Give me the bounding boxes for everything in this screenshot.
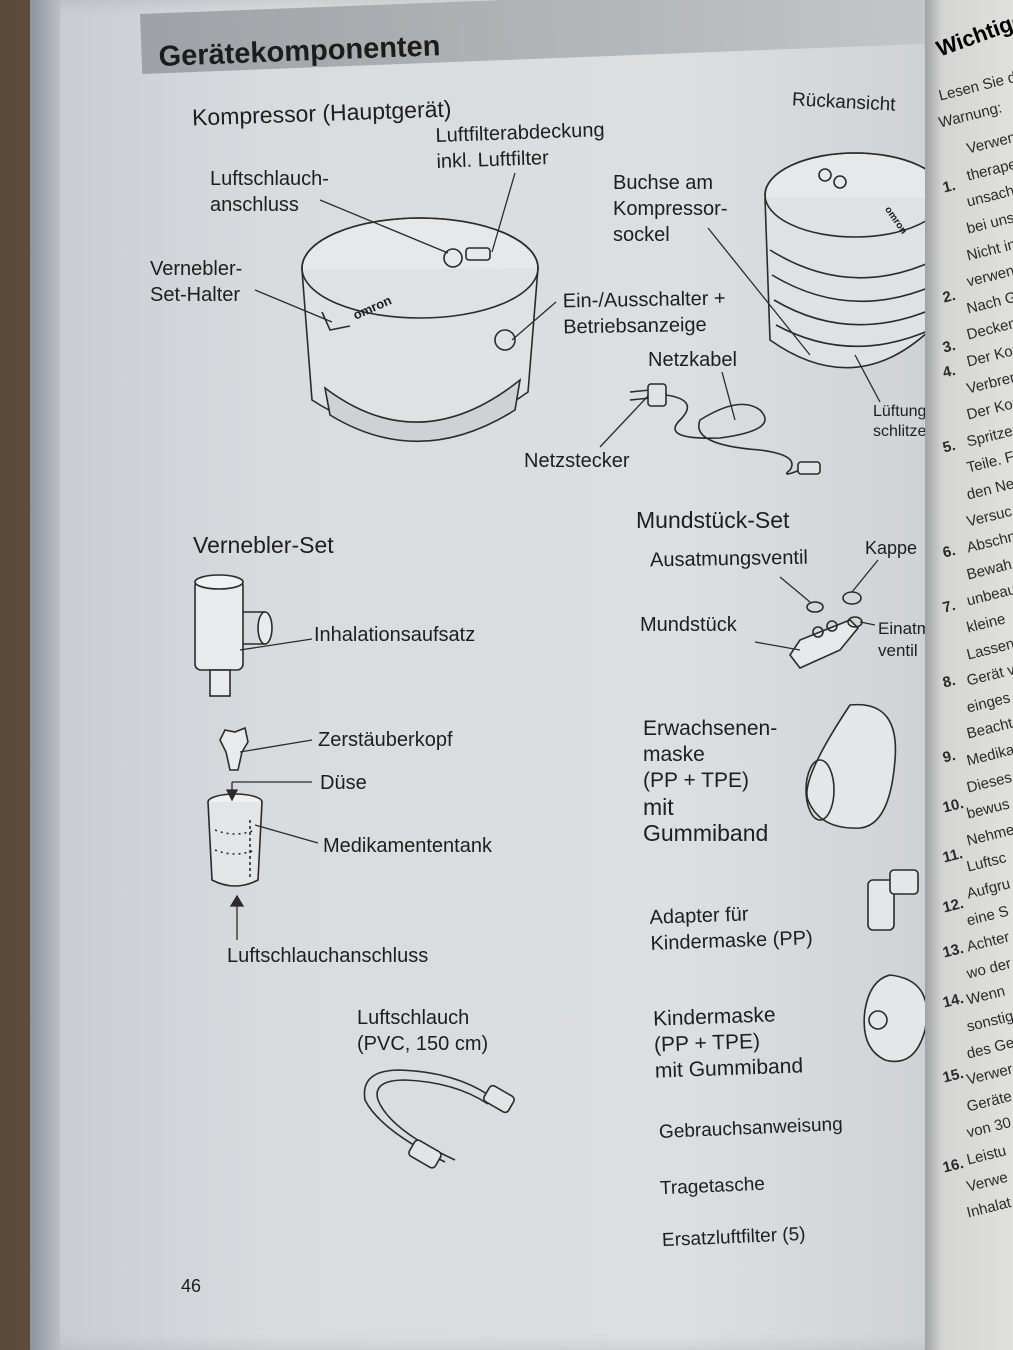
nozzle-label: Düse: [320, 772, 367, 794]
next-page-line: Inhalat: [965, 1194, 1013, 1222]
next-page-line: Luftsc: [965, 849, 1008, 876]
next-page-line: unbeau: [965, 581, 1013, 610]
next-page-line: den Ne: [965, 475, 1013, 504]
next-page-line: Achter: [965, 928, 1012, 956]
inhalation-top-label: Inhalationsaufsatz: [314, 624, 476, 646]
next-page-number: 15.: [941, 1064, 966, 1087]
next-page-number: 7.: [941, 596, 958, 617]
cap-label: Kappe: [865, 538, 918, 558]
next-page-line: Warnung:: [937, 98, 1004, 132]
next-page-line: Beacht: [965, 715, 1013, 743]
medication-tank-drawing: [207, 793, 263, 887]
nebulizer-holder-label: Vernebler-Set-Halter: [150, 258, 243, 306]
next-page-line: Gerät v: [965, 661, 1013, 690]
mouthpiece-label: Mundstück: [640, 614, 737, 636]
next-page-line: Der Kor: [965, 394, 1013, 424]
next-page-line: therapeu: [965, 153, 1013, 185]
atomizer-head-drawing: [219, 726, 249, 771]
next-page-line: Versuc: [965, 502, 1013, 531]
next-page-line: Lassen: [965, 634, 1013, 664]
power-cable-drawing: [629, 383, 821, 475]
next-page-line: von 30: [965, 1114, 1013, 1142]
next-page-number: 9.: [941, 746, 958, 767]
rear-view-label: Rückansicht: [791, 89, 897, 116]
next-page-line: kleine: [965, 610, 1008, 637]
next-page-line: Dieses: [965, 768, 1013, 797]
next-page-line: unsachg: [965, 180, 1013, 211]
next-page-number: 5.: [941, 436, 958, 457]
air-tube-drawing: [363, 1069, 515, 1169]
mouthpiece-set-title: Mundstück-Set: [636, 507, 790, 533]
next-page-line: bewus: [965, 795, 1012, 823]
next-page-line: Geräte: [965, 1087, 1013, 1116]
page-number: 46: [181, 1276, 202, 1296]
next-page-line: einges: [965, 689, 1013, 717]
next-page-line: Nehme: [965, 821, 1013, 850]
next-page-line: Bewah: [965, 555, 1013, 584]
next-page-line: Verwend: [965, 127, 1013, 158]
next-page-line: Leistu: [965, 1142, 1008, 1169]
next-page-number: 8.: [941, 671, 958, 692]
next-page-number: 16.: [941, 1154, 966, 1177]
next-page-line: Verwe: [965, 1168, 1010, 1196]
power-switch-label: Ein-/Ausschalter +Betriebsanzeige: [562, 287, 726, 339]
next-page-number: 14.: [941, 989, 966, 1012]
next-page-line: Medika: [965, 741, 1013, 770]
next-page-line: Nicht in: [965, 235, 1013, 265]
power-plug-label: Netzstecker: [524, 450, 630, 472]
nebulizer-set-title: Vernebler-Set: [193, 532, 334, 558]
power-cable-label: Netzkabel: [648, 349, 737, 371]
inhalation-top-drawing: [194, 574, 273, 697]
atomizer-head-label: Zerstäuberkopf: [318, 729, 453, 751]
next-page-line: wo der: [965, 954, 1013, 983]
next-page-number: 10.: [941, 794, 966, 817]
mouthpiece-drawing: [789, 591, 863, 669]
next-page-line: Abschn: [965, 528, 1013, 557]
child-mask-label: Kindermaske(PP + TPE)mit Gummiband: [652, 1003, 804, 1083]
next-page-number: 1.: [941, 176, 958, 197]
next-page-line: Verbren: [965, 367, 1013, 398]
next-page-number: 12.: [941, 894, 966, 917]
next-page-line: Lesen Sie d: [937, 68, 1013, 105]
next-page-line: Nach G: [965, 288, 1013, 318]
air-tube-label: Luftschlauch(PVC, 150 cm): [357, 1007, 489, 1055]
next-page-number: 3.: [941, 336, 958, 357]
next-page-number: 11.: [941, 845, 965, 867]
nebulizer-air-connector-label: Luftschlauchanschluss: [227, 945, 429, 967]
next-page-line: Der Kor: [965, 341, 1013, 371]
next-page-line: Aufgru: [965, 875, 1013, 903]
vents-label: Lüftungs-schlitze: [873, 403, 940, 440]
child-mask-drawing: [863, 974, 928, 1063]
air-tube-connector-label: Luftschlauch-anschluss: [210, 168, 329, 216]
next-page-line: Verwer: [965, 1060, 1013, 1089]
adult-mask-label: Erwachsenen- maske (PP + TPE) mit Gummib…: [643, 717, 778, 846]
next-page-line: des Ge: [965, 1033, 1013, 1063]
next-page-heading: Wichtige: [933, 6, 1013, 62]
compressor-rear-drawing: [764, 152, 946, 369]
child-adapter-drawing: [867, 869, 919, 931]
next-page-number: 2.: [941, 286, 958, 307]
next-page-line: eine S: [965, 902, 1011, 930]
exhalation-valve-label: Ausatmungsventil: [649, 546, 809, 572]
adult-mask-drawing: [805, 703, 897, 829]
next-page-number: 4.: [941, 361, 958, 382]
next-page-line: verwend: [965, 260, 1013, 291]
compressor-drawing: [301, 217, 539, 443]
next-page-number: 6.: [941, 541, 958, 562]
next-page-line: Decken: [965, 315, 1013, 344]
next-page-line: Teile. F: [965, 448, 1013, 477]
next-page-line: sonstig: [965, 1007, 1013, 1036]
next-page-number: 13.: [941, 939, 966, 962]
bag-label: Tragetasche: [659, 1173, 766, 1200]
medication-tank-label: Medikamententank: [323, 835, 492, 857]
next-page-line: Wenn: [965, 982, 1007, 1009]
next-page-line: bei unsa: [965, 207, 1013, 238]
next-page-line: Spritzer: [965, 421, 1013, 451]
